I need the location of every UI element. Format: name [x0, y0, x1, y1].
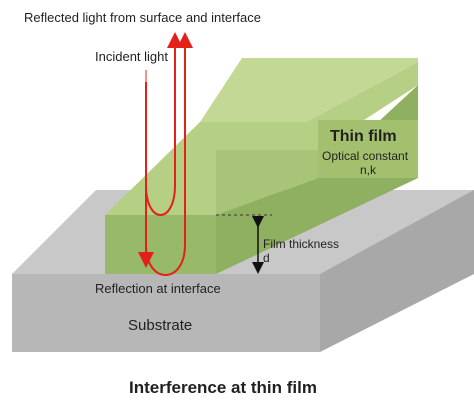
- substrate-label: Substrate: [128, 317, 192, 334]
- thickness-d-label: d: [263, 251, 270, 265]
- light-rays: [138, 32, 193, 276]
- reflection-at-interface-label: Reflection at interface: [95, 281, 221, 296]
- film-thickness-label: Film thickness: [263, 237, 339, 251]
- substrate-front-face: [12, 274, 320, 352]
- incident-light-label: Incident light: [95, 49, 168, 64]
- thin-film-label: Thin film: [330, 128, 397, 145]
- surface-reflection-ray: [145, 32, 183, 216]
- thin-film-front-face: [105, 215, 216, 274]
- film-thickness-indicator: [216, 214, 272, 274]
- thin-film-block: [105, 58, 418, 274]
- thin-film-step-face: [216, 150, 318, 215]
- thin-film-top-face: [105, 62, 418, 215]
- labels: Reflected light from surface and interfa…: [24, 10, 409, 397]
- nk-label: n,k: [360, 163, 377, 177]
- optical-constant-label: Optical constant: [322, 149, 409, 163]
- thin-film-label-face: [318, 120, 418, 178]
- thin-film-back-face: [200, 58, 418, 122]
- reflected-light-label: Reflected light from surface and interfa…: [24, 10, 261, 25]
- interface-reflection-ray: [145, 32, 193, 276]
- diagram-caption: Interference at thin film: [129, 378, 317, 397]
- substrate-right-face: [320, 190, 474, 352]
